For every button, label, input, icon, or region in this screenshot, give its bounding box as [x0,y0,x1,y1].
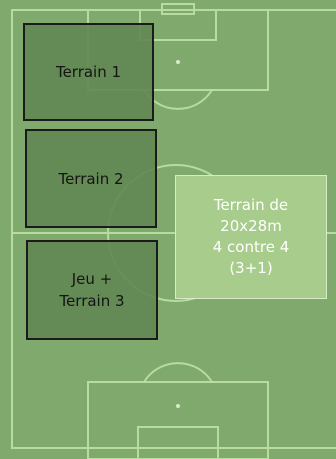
zone-4v4-terrain: Terrain de 20x28m 4 contre 4 (3+1) [175,175,327,299]
bottom-penalty-arc [143,362,213,383]
zone-terrain-3: Jeu + Terrain 3 [26,240,158,340]
top-goal [161,3,195,15]
bottom-penalty-spot [176,404,180,408]
zone-terrain-2: Terrain 2 [25,129,157,228]
bottom-goal-box [137,426,219,459]
zone-4v4-label: Terrain de 20x28m 4 contre 4 (3+1) [212,196,290,277]
zone-terrain-2-label: Terrain 2 [58,169,124,188]
zone-terrain-3-label: Jeu + Terrain 3 [59,270,125,310]
bottom-penalty-box [87,381,269,459]
zone-terrain-1-label: Terrain 1 [55,63,122,81]
top-penalty-spot [176,60,180,64]
zone-terrain-1: Terrain 1 [23,23,154,121]
